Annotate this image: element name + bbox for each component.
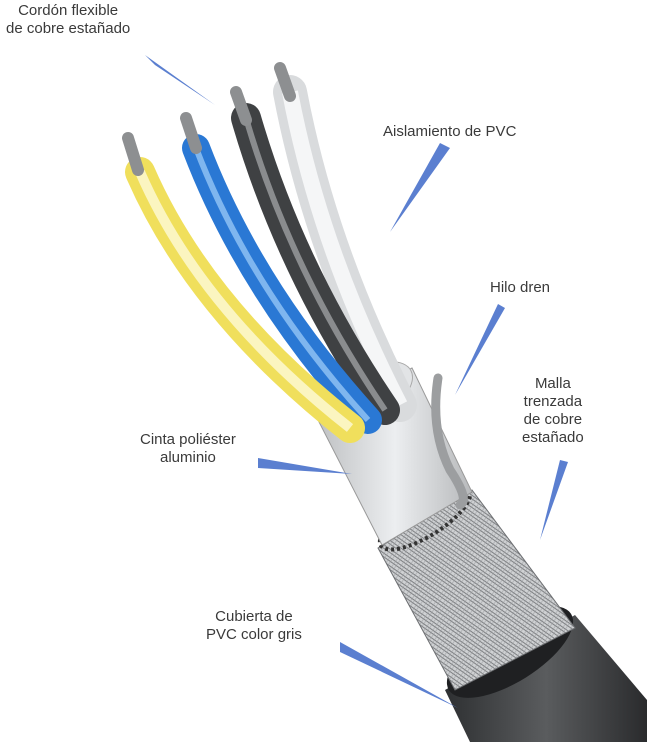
pointer-insulation <box>390 143 450 232</box>
pointer-jacket <box>340 642 458 708</box>
label-line: de cobre <box>523 411 583 428</box>
label-line: Cordón flexible <box>18 2 119 19</box>
pointer-conductor <box>145 55 215 105</box>
label-line: estañado <box>522 429 584 446</box>
label-line: aluminio <box>160 449 216 466</box>
pointer-drain <box>455 304 505 395</box>
label-line: Cinta poliéster <box>140 431 236 448</box>
label-conductor: Cordón flexible de cobre estañado <box>6 2 130 38</box>
pointer-arrows <box>145 55 568 708</box>
label-line: Malla <box>534 375 571 392</box>
label-jacket: Cubierta de PVC color gris <box>206 608 302 644</box>
copper-strands <box>122 62 296 176</box>
label-insulation: Aislamiento de PVC <box>383 123 517 140</box>
label-line: de cobre estañado <box>6 20 131 37</box>
label-braid: Malla trenzada de cobre estañado <box>522 375 584 447</box>
label-foil: Cinta poliéster aluminio <box>140 431 236 467</box>
pointer-braid <box>540 460 568 540</box>
insulated-conductors <box>125 75 417 443</box>
label-drain: Hilo dren <box>490 279 551 296</box>
drain-wire <box>431 373 468 510</box>
label-line: Cubierta de <box>215 608 293 625</box>
label-line: PVC color gris <box>206 626 302 643</box>
pointer-foil <box>258 458 352 474</box>
label-line: trenzada <box>523 393 583 410</box>
